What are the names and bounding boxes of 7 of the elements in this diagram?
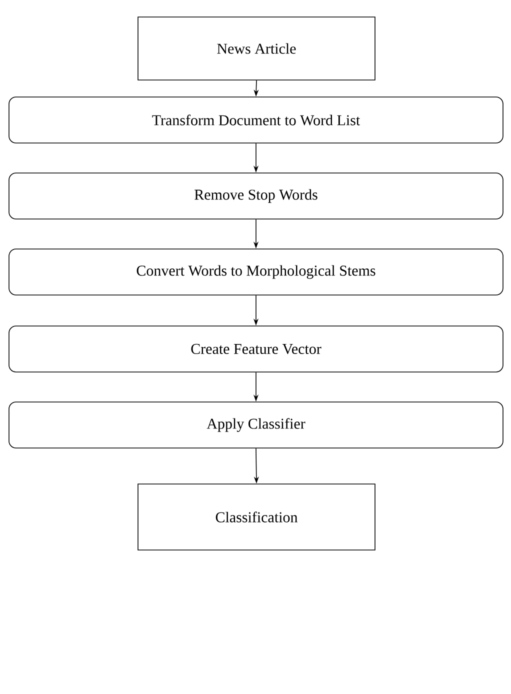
process-box: Convert Words to Morphological Stems [8,248,504,296]
terminal-box: News Article [138,16,376,80]
process-box: Create Feature Vector [8,326,504,372]
process-box: Apply Classifier [8,402,504,448]
terminal-box: Classification [138,484,376,550]
process-box: Remove Stop Words [8,172,504,220]
process-box: Transform Document to Word List [8,96,504,144]
